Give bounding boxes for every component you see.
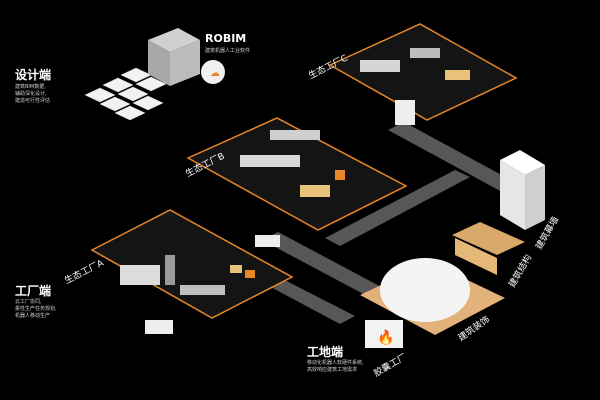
factory-a-platform xyxy=(90,209,294,334)
design-line-1: 建筑BIM数据, xyxy=(15,84,46,90)
structure-pavilion xyxy=(452,222,525,275)
robim-server: ☁ xyxy=(148,28,225,86)
factory-c-platform xyxy=(328,23,518,125)
road-network xyxy=(250,122,520,324)
factory-end-line-2: 柔性生产任务规划, xyxy=(15,306,57,312)
factory-end-title: 工厂端 xyxy=(15,284,52,298)
robim-title: ROBIM xyxy=(205,32,247,45)
decoration-dome: 🔥 xyxy=(360,258,505,348)
factory-b-platform xyxy=(186,117,408,247)
svg-text:☁: ☁ xyxy=(210,68,220,79)
curtain-wall-building xyxy=(500,150,545,230)
factory-end-line-1: 云工厂协同, xyxy=(15,299,42,305)
design-line-2: 辅助深化设计, xyxy=(15,91,47,97)
design-title: 设计端 xyxy=(15,68,52,82)
robim-subtitle: 建筑机器人工业软件 xyxy=(205,48,251,54)
design-line-3: 建造可行性评估 xyxy=(15,98,51,104)
design-grid-tiles xyxy=(84,67,167,121)
site-end-line-1: 移动化机器人软硬件系统, xyxy=(307,360,364,366)
svg-text:🔥: 🔥 xyxy=(377,329,394,346)
site-end-line-2: 高效响应建筑工地需求 xyxy=(307,367,358,373)
site-end-title: 工地端 xyxy=(307,345,344,359)
factory-end-line-3: 机器人移动生产 xyxy=(15,313,51,319)
